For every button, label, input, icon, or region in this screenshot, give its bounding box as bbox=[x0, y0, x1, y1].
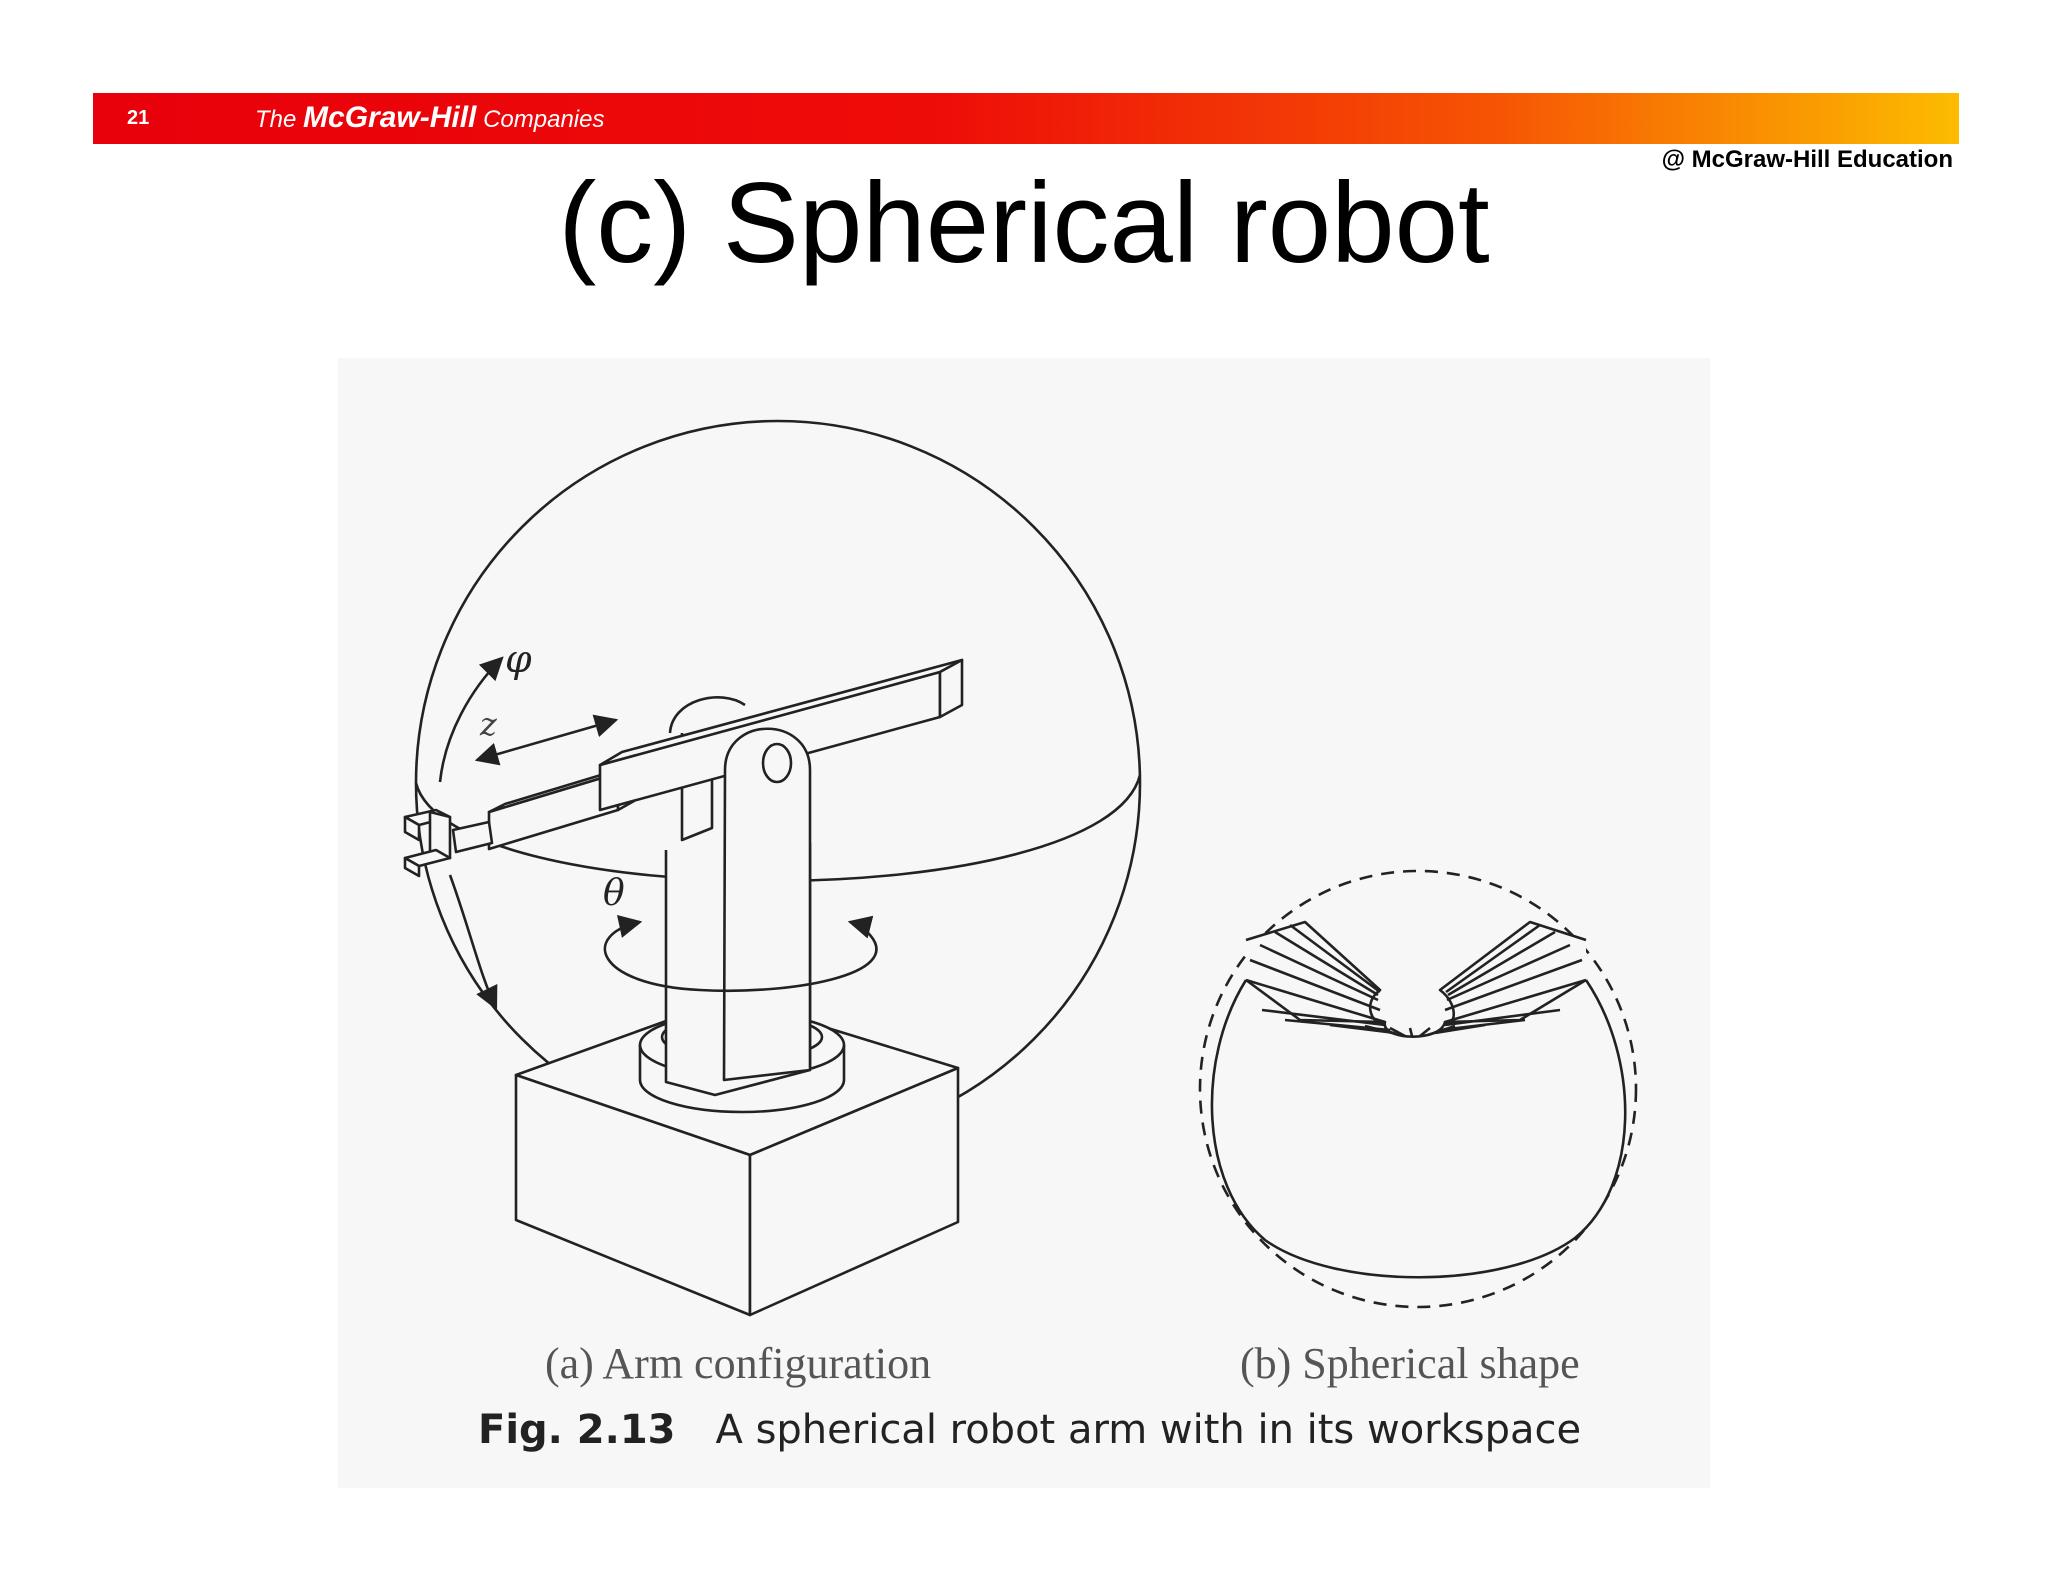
figure-number: Fig. 2.13 bbox=[478, 1407, 676, 1453]
z-label: z bbox=[479, 705, 498, 743]
inner-cylinder bbox=[1383, 1021, 1447, 1038]
spherical-shape-drawing bbox=[1198, 869, 1638, 1309]
z-arrow bbox=[474, 714, 619, 766]
arm-configuration-drawing bbox=[403, 419, 1142, 1317]
figure-caption-text: A spherical robot arm with in its worksp… bbox=[715, 1407, 1582, 1453]
header-bar: 21 The McGraw-Hill Companies bbox=[93, 93, 1959, 144]
slide-number: 21 bbox=[127, 107, 150, 129]
gripper bbox=[403, 808, 494, 878]
theta-arrow bbox=[603, 915, 878, 993]
phi-label: φ bbox=[505, 637, 532, 681]
yoke-front-link bbox=[722, 727, 812, 1082]
figure-caption: Fig. 2.13 A spherical robot arm with in i… bbox=[478, 1407, 1581, 1453]
workspace-outline-dashed bbox=[1198, 869, 1638, 1309]
phi-arrow bbox=[438, 656, 504, 783]
caption-arm-configuration: (a) Arm configuration bbox=[545, 1339, 932, 1388]
slide-title: (c) Spherical robot bbox=[558, 160, 1490, 287]
copyright-credit: @ McGraw-Hill Education bbox=[1661, 146, 1953, 173]
spherical-envelope bbox=[1210, 979, 1627, 1279]
caption-spherical-shape: (b) Spherical shape bbox=[1240, 1339, 1580, 1388]
brand-logo: The McGraw-Hill Companies bbox=[255, 101, 605, 134]
phi-arrow-lower bbox=[448, 874, 498, 1011]
figure-panel bbox=[338, 358, 1710, 1488]
pivot-hole bbox=[761, 742, 793, 784]
radial-sector-lines bbox=[1245, 923, 1587, 1038]
theta-label: θ bbox=[603, 873, 625, 914]
